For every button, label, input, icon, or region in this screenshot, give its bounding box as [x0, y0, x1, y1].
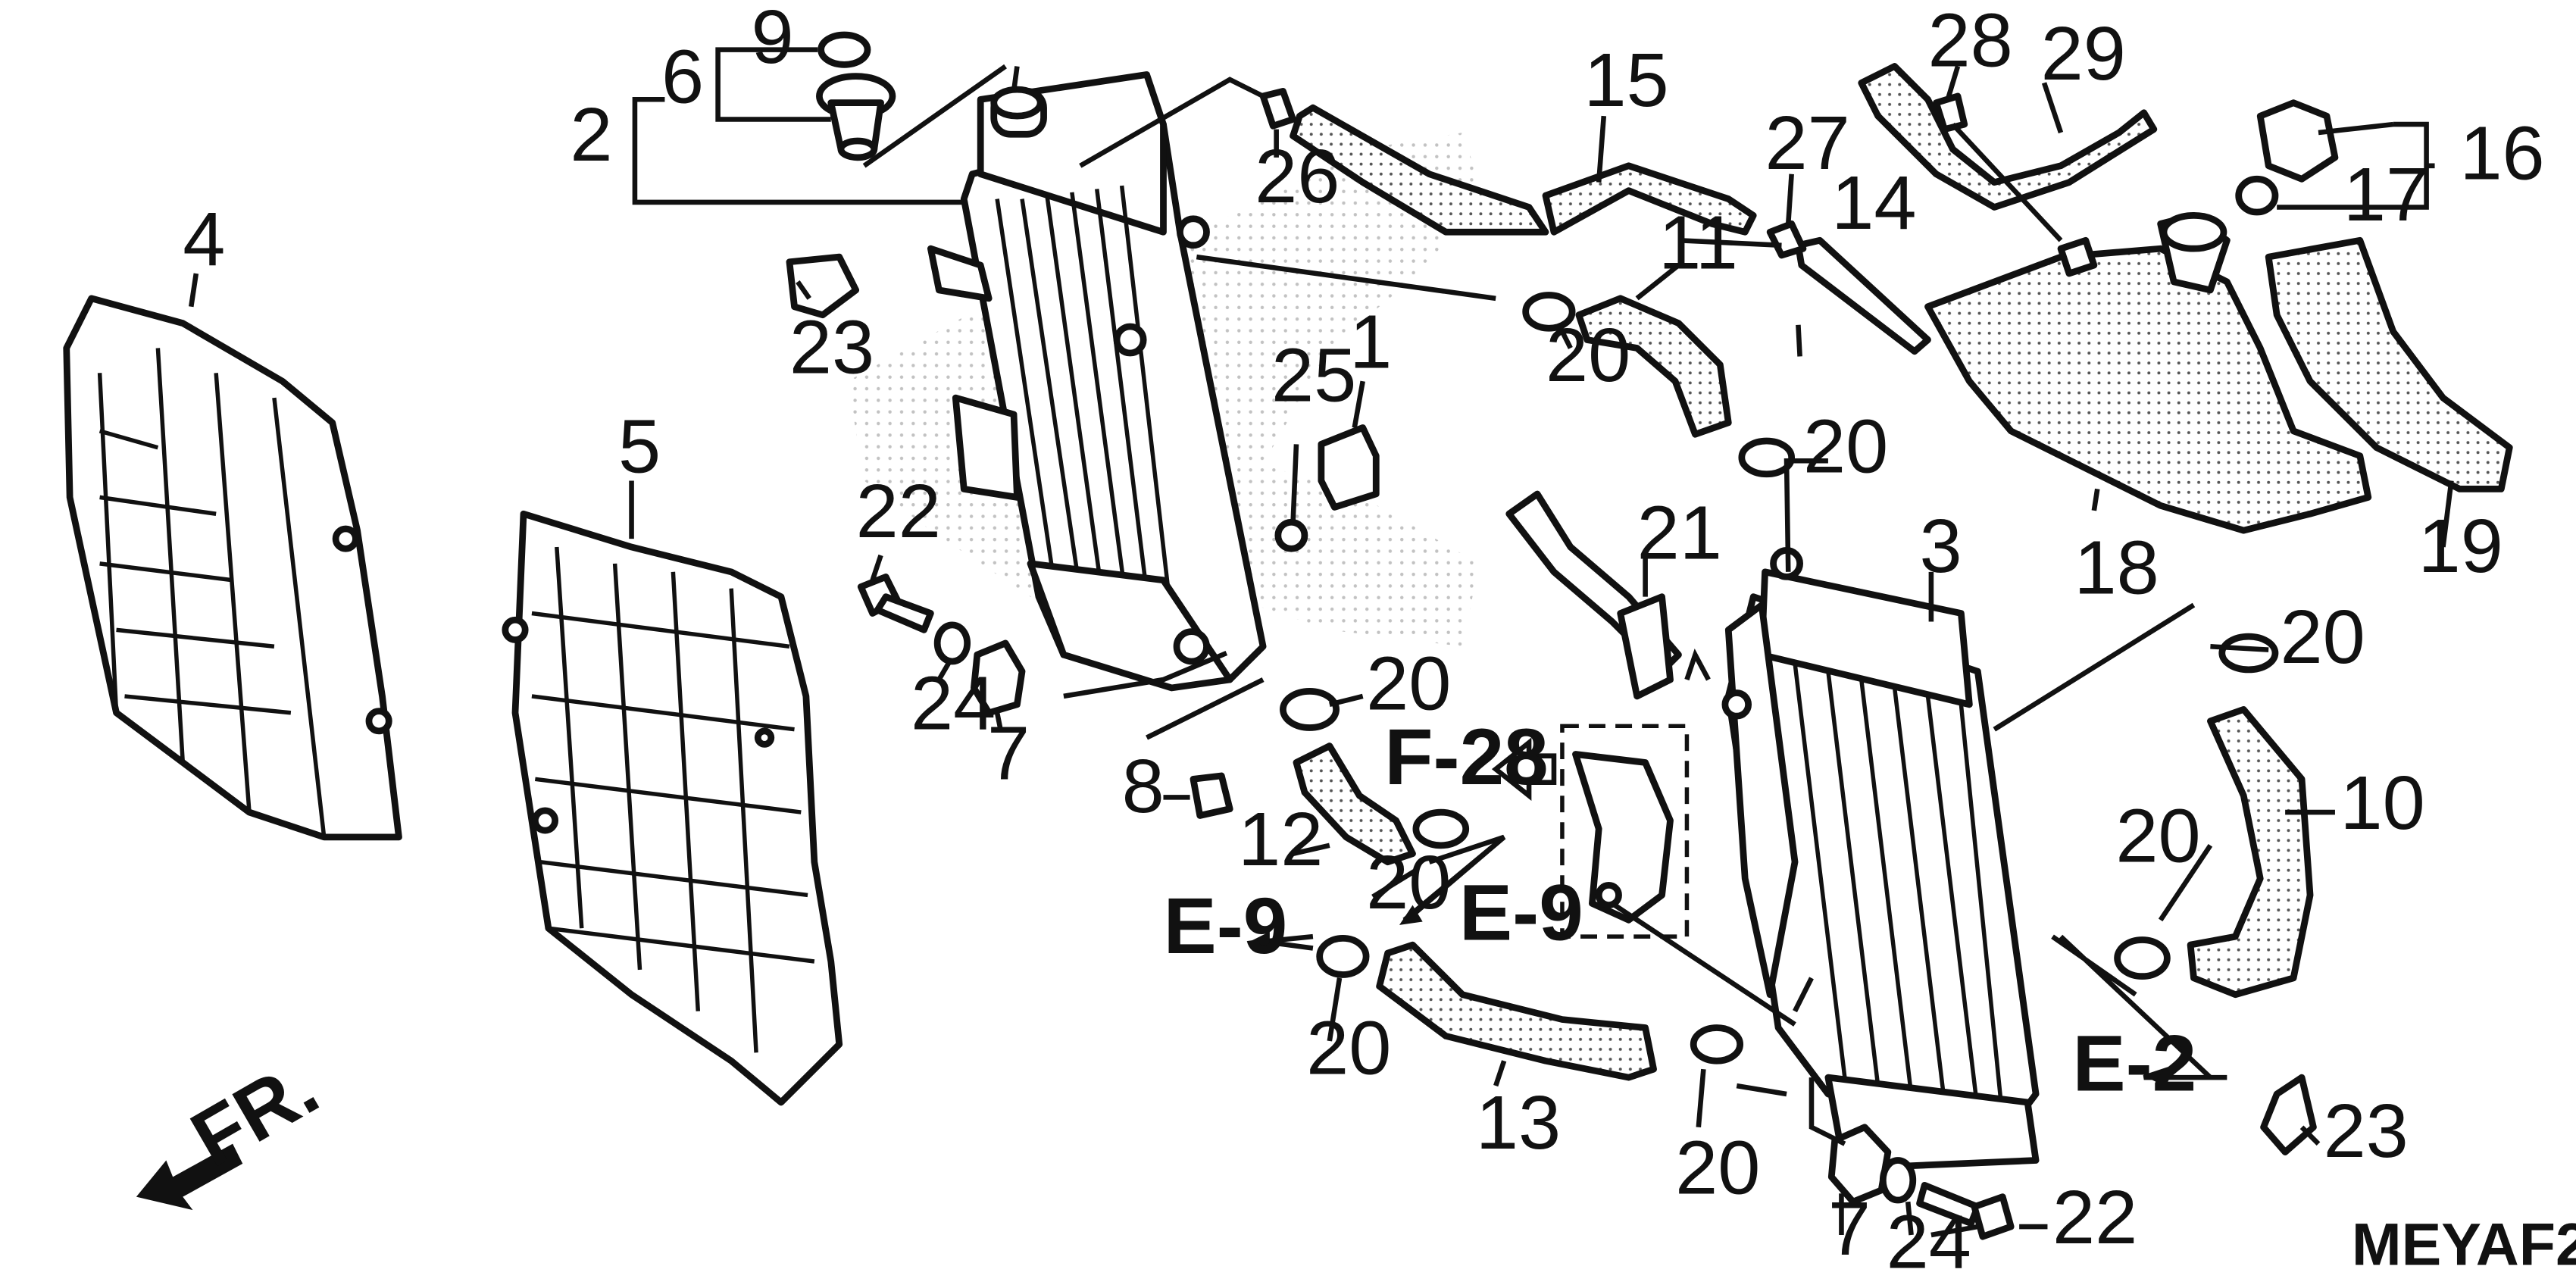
callout-19: 19: [2418, 504, 2503, 589]
callout-15: 15: [1583, 38, 1668, 123]
hose-clamps-20: [1280, 292, 2279, 1064]
callout-14: 14: [1831, 161, 1916, 245]
reservoir-cap-16: [2256, 99, 2339, 183]
leader-lines: [189, 47, 2454, 1238]
o-ring-9: [818, 31, 871, 68]
radiator-left-2: [927, 71, 1267, 692]
callout-20c: 20: [1366, 642, 1451, 727]
callout-29: 29: [2041, 11, 2126, 96]
grommet-7-left: [971, 639, 1026, 717]
clip-23-lower: [2260, 1074, 2317, 1155]
reservoir-tank-18: [1924, 212, 2372, 534]
callout-16: 16: [2459, 111, 2544, 195]
callout-20e: 20: [1306, 1006, 1391, 1091]
callout-20d: 20: [1366, 840, 1451, 925]
callout-22b: 22: [2052, 1175, 2137, 1260]
callout-4: 4: [183, 197, 225, 282]
washer-24-left: [933, 621, 971, 665]
hose-12: [1293, 742, 1416, 866]
clip-28: [1933, 92, 1968, 133]
callout-18: 18: [2074, 525, 2159, 610]
callout-5: 5: [618, 405, 661, 489]
callout-23a: 23: [789, 305, 874, 389]
seal-17: [2235, 175, 2279, 216]
callout-7a: 7: [987, 711, 1030, 796]
callout-26: 26: [1255, 134, 1340, 219]
plug-8: [1190, 772, 1233, 819]
ref-e9-right: E-9: [1459, 869, 1583, 958]
callout-7b: 7: [1828, 1186, 1871, 1271]
radiator-shroud-4: [63, 295, 402, 841]
callout-9: 9: [751, 0, 793, 80]
hose-11: [1575, 295, 1732, 438]
ref-f28: F-28: [1384, 713, 1548, 802]
callout-8: 8: [1122, 744, 1165, 829]
callout-20h: 20: [2281, 595, 2365, 680]
bolt-22-left: [857, 574, 934, 633]
tube-29: [1858, 63, 2158, 211]
hose-15: [1290, 104, 1549, 236]
callout-23b: 23: [2324, 1089, 2409, 1174]
callout-20f: 20: [1675, 1125, 1760, 1210]
callout-20a: 20: [1546, 313, 1630, 398]
callout-1: 1: [1349, 300, 1392, 385]
callout-6: 6: [661, 35, 704, 120]
callout-24b: 24: [1887, 1200, 1971, 1285]
washer-24-right: [1879, 1157, 1917, 1204]
washer-25: [1274, 518, 1308, 552]
callout-21: 21: [1637, 490, 1722, 575]
callout-24a: 24: [911, 661, 996, 746]
ref-e2: E-2: [2072, 1020, 2196, 1108]
callout-13: 13: [1476, 1080, 1561, 1165]
clip-27: [1766, 220, 1807, 259]
radiator-cap-6: [816, 73, 896, 161]
diagram-code: MEYAF2700: [2352, 1211, 2576, 1277]
guard-19: [2265, 236, 2513, 492]
f28-arrow-icon: [1491, 737, 1557, 802]
callout-20g: 20: [2115, 794, 2200, 879]
hose-13: [1376, 941, 1657, 1081]
hose-10: [2187, 706, 2314, 999]
callout-17: 17: [2343, 152, 2428, 237]
bracket-21: [1505, 490, 1682, 700]
clip-23-upper: [786, 253, 860, 319]
grommet-7-right: [1827, 1124, 1892, 1205]
part-callouts: 1 2 3 4 5 6 7 8 9 10 11 12 13 14 15 16 1…: [183, 0, 2544, 1285]
f28-detail-box: [1560, 724, 1690, 939]
callout-28: 28: [1928, 0, 2013, 83]
plug-26: [1259, 87, 1296, 130]
front-arrow-icon: [136, 1143, 243, 1211]
callout-2: 2: [570, 92, 612, 177]
bolt-22-right: [1916, 1181, 2015, 1240]
radiator-grille-5: [502, 510, 843, 1106]
ref-e9-left: E-9: [1163, 882, 1287, 971]
bolt-14: [1795, 236, 1931, 355]
reference-labels: F-28 E-9 E-9 E-2 FR.: [177, 713, 2196, 1183]
callout-10: 10: [2340, 761, 2425, 846]
radiator-right-3: [1721, 547, 2040, 1172]
callout-25: 25: [1271, 333, 1356, 418]
drain-bolt-1: [1318, 424, 1380, 511]
callout-11: 11: [1658, 201, 1738, 286]
callout-20b: 20: [1803, 405, 1888, 489]
callout-22a: 22: [856, 469, 941, 554]
callout-3: 3: [1920, 504, 1962, 589]
callout-27: 27: [1765, 101, 1850, 186]
callout-12: 12: [1238, 797, 1323, 882]
